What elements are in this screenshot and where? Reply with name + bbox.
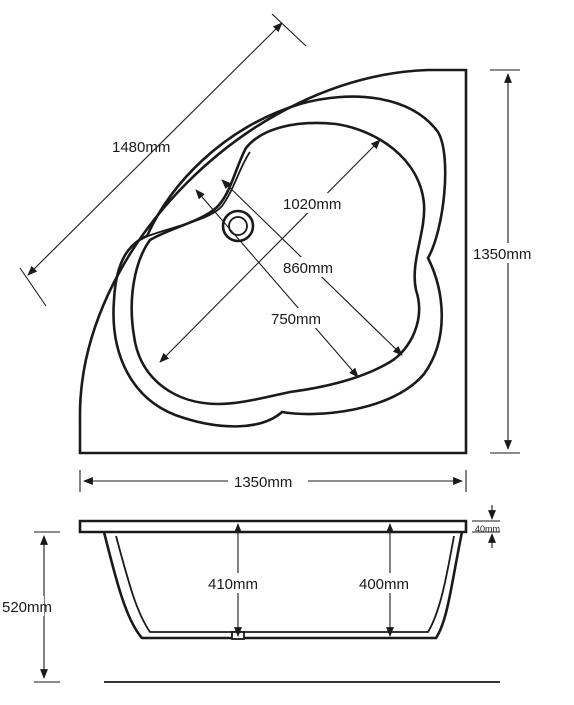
label-right-height: 1350mm xyxy=(473,246,531,263)
dim-ext-diagonal-bottom xyxy=(19,267,47,307)
label-depth-center: 410mm xyxy=(208,576,258,593)
side-body xyxy=(102,531,464,640)
label-rim: 40mm xyxy=(475,524,500,534)
dim-line-basin-cross xyxy=(159,139,381,363)
label-basin-mid: 860mm xyxy=(283,260,333,277)
label-diagonal: 1480mm xyxy=(112,139,170,156)
label-basin-long: 1020mm xyxy=(283,196,341,213)
side-view: 520mm 40mm 410mm 400mm xyxy=(0,505,500,683)
top-view: 1480mm 1020mm 860mm 750mm 1350mm 1350mm xyxy=(19,13,548,492)
dim-line-diagonal xyxy=(27,22,283,276)
bath-rim-outline xyxy=(112,95,447,428)
side-rim xyxy=(78,519,468,534)
side-inner-line xyxy=(115,535,455,633)
label-bottom-width: 1350mm xyxy=(234,474,292,491)
dim-line-basin-short-extension xyxy=(195,189,359,378)
bath-basin-outline xyxy=(130,121,426,406)
label-depth-side: 400mm xyxy=(359,576,409,593)
dim-ext-diagonal-top xyxy=(271,13,307,47)
label-total-height: 520mm xyxy=(2,599,52,616)
label-basin-short: 750mm xyxy=(271,311,321,328)
